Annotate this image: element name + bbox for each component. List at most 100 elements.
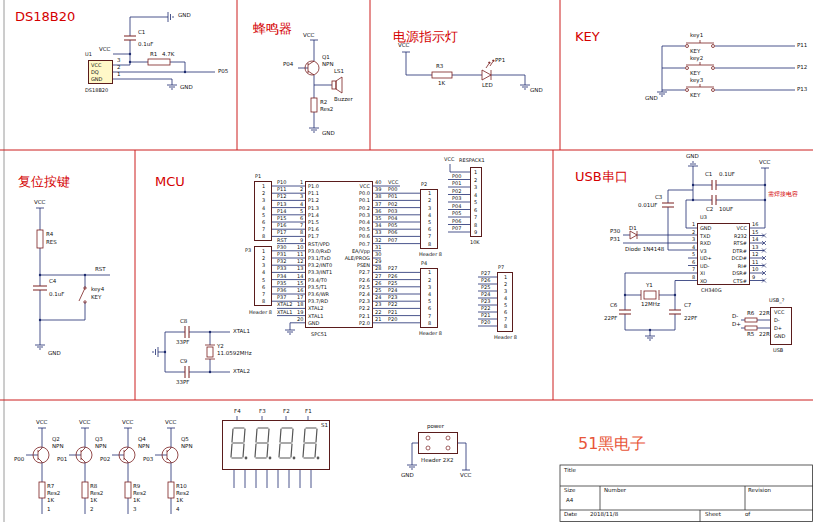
capacitor-symbol [185, 326, 189, 378]
label-text: P12 [277, 194, 286, 199]
ground-symbol [153, 347, 158, 357]
label-text: P01 [57, 457, 67, 463]
pin-text: P2.5 [359, 285, 370, 290]
wire [26, 17, 795, 514]
grid-line [370, 0, 371, 150]
label-text: 1 [692, 222, 695, 227]
crystal-symbol [644, 291, 656, 299]
label-text: P22 [481, 306, 490, 311]
label-text: VCC [460, 473, 471, 479]
label-text: Y1 [646, 283, 653, 289]
switch-symbol [79, 288, 85, 301]
pin-text: 8 [262, 234, 265, 239]
label-text: NPN [181, 444, 193, 450]
label-text: P23 [481, 299, 490, 304]
label-text: 25 [375, 288, 381, 293]
switch-symbol [79, 40, 715, 303]
pin-text: P0.3 [359, 213, 370, 218]
junction-dot [184, 71, 186, 73]
label-text: 33 [375, 230, 381, 235]
label-text: P34 [277, 274, 286, 279]
diode-symbol [630, 231, 637, 239]
ground-symbol [35, 345, 45, 349]
label-text: P06 [388, 230, 397, 235]
label-text: 3 [133, 507, 137, 513]
grid-line [560, 0, 561, 150]
label-text: 34 [375, 223, 381, 228]
junction-dot [129, 61, 131, 63]
label-text: 33PF [176, 380, 189, 386]
pin-text: RTS# [733, 241, 747, 246]
vcc-symbol [36, 208, 44, 212]
resistor-symbol [311, 98, 317, 112]
label-text: GND [401, 473, 414, 479]
pin-text: 3 [428, 206, 431, 211]
junction-dot [84, 274, 86, 276]
seven-segment-digit [245, 457, 247, 459]
label-text: P05 [452, 211, 461, 216]
label-text: GND [178, 13, 191, 19]
transistor-symbol [308, 61, 314, 75]
label-text: P07 [452, 226, 461, 231]
pin-text: 4 [262, 270, 265, 275]
label-text: 23 [375, 302, 381, 307]
pin-text: 4 [428, 292, 431, 297]
label-text: 6 [692, 260, 695, 265]
label-text: C8 [180, 319, 187, 325]
pin-text: 7 [428, 234, 431, 239]
label-text: R1 [150, 52, 157, 58]
pin-text: P1.0 [308, 184, 319, 189]
junction-dot [209, 371, 211, 373]
transistor-symbol [124, 448, 128, 462]
resistor-symbol [168, 482, 174, 498]
junction-dot [129, 53, 131, 55]
pin-text: 4 [504, 296, 507, 301]
label-text: GND [322, 131, 335, 137]
label-text: P26 [388, 274, 397, 279]
label-text: GND [645, 96, 658, 102]
label-text: 5 [692, 252, 695, 257]
label-text: KEY [690, 93, 700, 99]
pin-text: 6 [428, 227, 431, 232]
label-text: P10 [277, 180, 286, 185]
pin-text: 5 [428, 299, 431, 304]
label-text: Number [604, 488, 626, 494]
label-text: Res2 [320, 107, 333, 113]
pin-text: 9 [474, 230, 477, 235]
switch-symbol [712, 89, 715, 92]
label-text: Q3 [95, 437, 103, 443]
pin-text: P3.4/T0 [308, 278, 327, 283]
ground-symbol [407, 465, 417, 469]
pin-text: GND [308, 321, 319, 326]
pin-text: UD- [700, 264, 709, 269]
vcc-symbol [38, 428, 46, 432]
pin-text: GND [774, 334, 785, 339]
label-text: 需焊接电容 [768, 192, 798, 198]
label-text: Sheet [705, 512, 721, 518]
title-block [560, 465, 813, 522]
pin-text: 8 [428, 321, 431, 326]
section-heading: DS18B20 [15, 10, 75, 23]
label-text: P25 [388, 281, 397, 286]
label-text: 1 [300, 180, 303, 185]
junction-dot [764, 184, 766, 186]
grid-line [0, 0, 813, 400]
label-text: 38 [375, 194, 381, 199]
label-text: 5 [300, 209, 303, 214]
pin-text: DCD# [732, 256, 747, 261]
label-text: key3 [690, 78, 703, 84]
label-text: P02 [452, 189, 461, 194]
label-text: D1 [629, 226, 637, 232]
label-text: 9 [752, 275, 755, 280]
label-text: XTAL2 [277, 302, 292, 307]
seven-segment-digit [269, 457, 271, 459]
switch-symbol [686, 67, 689, 70]
label-text: P07 [388, 238, 397, 243]
transistor-symbol [162, 447, 178, 463]
label-text: R10 [176, 484, 187, 490]
grid-line [0, 150, 813, 151]
pin-text: 7 [474, 215, 477, 220]
label-text: 11.0592MHz [217, 351, 252, 357]
label-text: key2 [690, 56, 703, 62]
